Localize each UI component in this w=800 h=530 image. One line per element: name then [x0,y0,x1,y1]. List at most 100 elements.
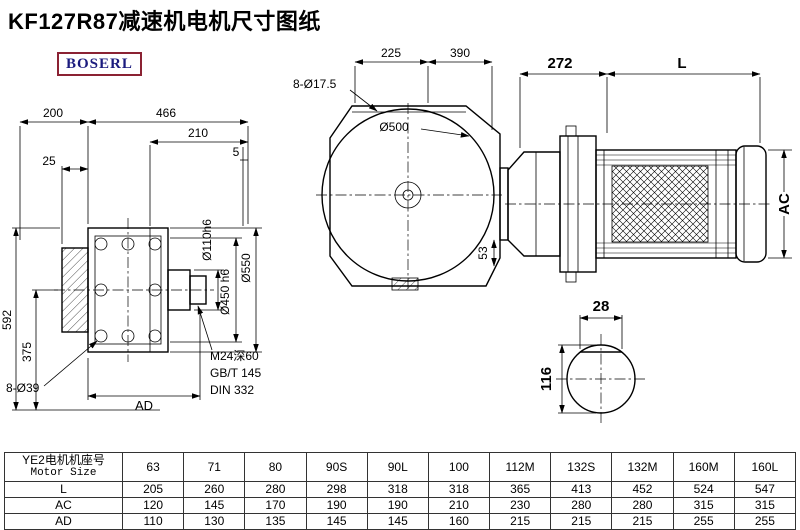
leader-line [420,128,470,138]
side-view [316,103,772,291]
size-col-160l: 160L [733,452,797,482]
leader-line [43,340,98,387]
dim-375-label: 375 [20,342,34,362]
dim-5-label: 5 [233,145,240,159]
leader-line [197,305,213,351]
dim-53-label: 53 [476,246,490,260]
motor-size-header: YE2电机机座号 Motor Size [4,452,123,482]
front-view-dimensions: 200 466 210 5 25 592 375 8-Ø39 AD [0,106,262,413]
value-cell: 298 [305,481,368,498]
value-cell: 260 [183,481,246,498]
value-cell: 110 [121,513,185,530]
holes-8x39-label: 8-Ø39 [6,381,40,395]
table-row-AD: AD 110 130 135 145 145 160 215 215 215 2… [4,513,797,530]
leader-line [349,89,378,112]
value-cell: 170 [244,497,307,514]
value-cell: 280 [244,481,307,498]
dim-210-label: 210 [188,126,208,140]
dim-28-label: 28 [593,298,610,315]
value-cell: 190 [366,497,429,514]
dim-116-label: 116 [538,367,555,391]
flange-bolt [565,271,577,283]
front-view [54,218,214,362]
value-cell: 452 [611,481,674,498]
size-col-112m: 112M [489,452,552,482]
value-cell: 215 [550,513,613,530]
motor-size-table: YE2电机机座号 Motor Size 63 71 80 90S 90L 100… [4,452,797,530]
row-label-AD: AD [4,513,123,530]
size-col-71: 71 [183,452,246,482]
value-cell: 318 [427,481,491,498]
gear-housing [329,105,501,287]
size-col-132m: 132M [611,452,674,482]
dim-466-label: 466 [156,106,176,120]
tap-din-label: DIN 332 [210,383,254,397]
dim-225-label: 225 [381,46,401,60]
value-cell: 315 [672,497,735,514]
row-label-AC: AC [4,497,123,514]
value-cell: 280 [611,497,674,514]
dim-390-label: 390 [450,46,470,60]
table-row-L: L 205 260 280 298 318 318 365 413 452 52… [4,481,797,498]
size-col-80: 80 [244,452,307,482]
dia-450-label: Ø450 h6 [218,269,232,315]
row-label-L: L [4,481,123,498]
value-cell: 120 [121,497,185,514]
flange-bolt [565,125,577,137]
value-cell: 145 [183,497,246,514]
shaft-end-dimensions: 28 116 [538,298,623,414]
dim-ac-label: AC [776,193,793,215]
dia-110-label: Ø110h6 [200,219,214,261]
side-view-dimensions: 225 390 8-Ø17.5 272 L Ø500 53 AC [293,46,793,267]
table-header-row: YE2电机机座号 Motor Size 63 71 80 90S 90L 100… [4,452,797,482]
header-line1: YE2电机机座号 [22,453,105,467]
value-cell: 524 [672,481,735,498]
value-cell: 255 [733,513,797,530]
size-col-100: 100 [427,452,491,482]
bolt-hole [94,237,108,251]
size-col-160m: 160M [672,452,735,482]
holes-8x175-label: 8-Ø17.5 [293,77,337,91]
size-col-90l: 90L [366,452,429,482]
value-cell: 280 [550,497,613,514]
value-cell: 365 [489,481,552,498]
value-cell: 255 [672,513,735,530]
size-col-132s: 132S [550,452,613,482]
value-cell: 210 [427,497,491,514]
header-line2: Motor Size [30,467,97,479]
tap-gbt-label: GB/T 145 [210,366,261,380]
size-col-63: 63 [121,452,185,482]
dia-500-label: Ø500 [379,120,409,134]
value-cell: 215 [489,513,552,530]
dim-200-label: 200 [43,106,63,120]
value-cell: 190 [305,497,368,514]
tap-m24-label: M24深60 [210,349,259,363]
value-cell: 160 [427,513,491,530]
table-row-AC: AC 120 145 170 190 190 210 230 280 280 3… [4,497,797,514]
shaft-end-view [556,334,646,424]
value-cell: 130 [183,513,246,530]
dia-550-label: Ø550 [239,253,253,283]
dim-272-label: 272 [547,55,572,72]
size-col-90s: 90S [305,452,368,482]
value-cell: 315 [733,497,797,514]
brand-badge: BOSERL [57,52,142,76]
value-cell: 547 [733,481,797,498]
dim-ad-label: AD [135,398,153,413]
bolt-hole [148,237,162,251]
bolt-hole [94,329,108,343]
value-cell: 145 [305,513,368,530]
value-cell: 318 [366,481,429,498]
value-cell: 413 [550,481,613,498]
dim-25-label: 25 [42,154,56,168]
bolt-hole [148,329,162,343]
value-cell: 205 [121,481,185,498]
value-cell: 145 [366,513,429,530]
value-cell: 230 [489,497,552,514]
page-title: KF127R87减速机电机尺寸图纸 [8,9,321,34]
value-cell: 215 [611,513,674,530]
value-cell: 135 [244,513,307,530]
dim-l-label: L [677,55,686,72]
